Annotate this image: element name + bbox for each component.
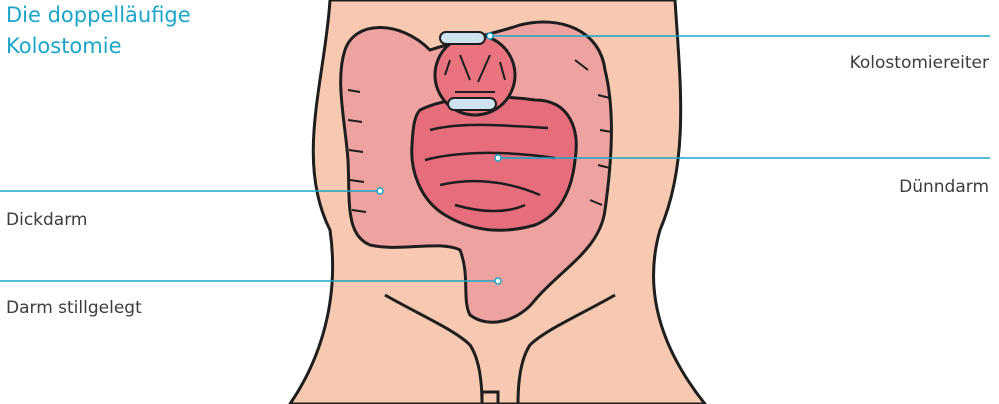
label-duenndarm: Dünndarm [899,177,989,197]
colostomy-bridge-bottom [448,98,496,110]
label-kolostomiereiter: Kolostomiereiter [850,53,989,73]
colostomy-bridge-top [440,32,485,44]
label-darm-stillgelegt: Darm stillgelegt [6,298,142,318]
label-dickdarm: Dickdarm [6,210,87,230]
